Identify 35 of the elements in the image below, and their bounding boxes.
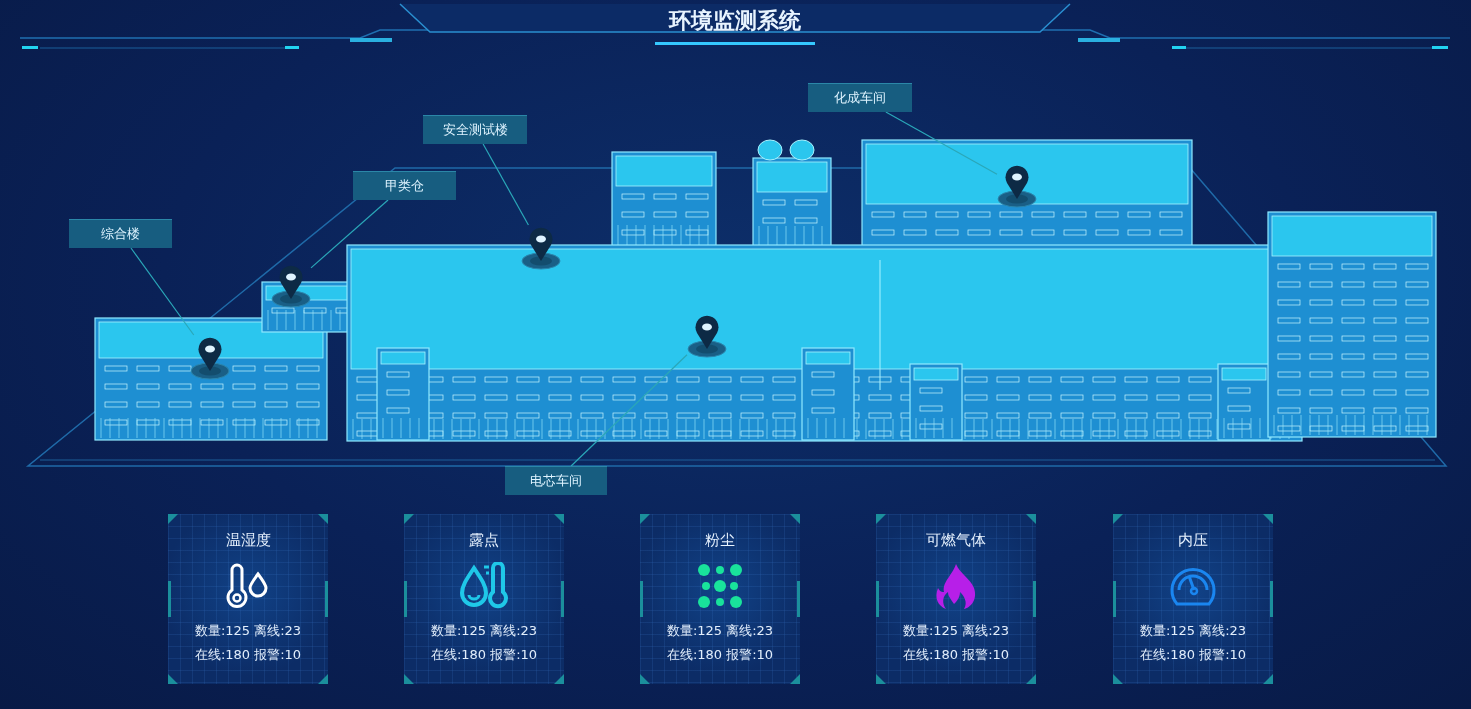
location-label: 化成车间 [808, 83, 912, 112]
sensor-card [1113, 514, 1273, 684]
card-title: 可燃气体 [925, 531, 987, 550]
leader-line [885, 111, 998, 175]
page-title: 环境监测系统 [669, 7, 801, 35]
leader-line [570, 354, 688, 467]
stats-text: 在线:180 报警:10 [901, 646, 1011, 664]
stats-text: 在线:180 报警:10 [429, 646, 539, 664]
card-title: 温湿度 [224, 531, 272, 550]
stats-text: 数量:125 离线:23 [193, 622, 303, 640]
sensor-card [404, 514, 564, 684]
location-pin [271, 263, 311, 308]
leader-line [482, 143, 529, 226]
sensor-card [168, 514, 328, 684]
location-pin [997, 163, 1037, 208]
location-pin [521, 225, 561, 270]
card-title: 内压 [1177, 531, 1209, 550]
location-label: 电芯车间 [505, 466, 607, 495]
stats-text: 数量:125 离线:23 [1138, 622, 1248, 640]
stats-text: 数量:125 离线:23 [901, 622, 1011, 640]
card-title: 粉尘 [704, 531, 736, 550]
stats-text: 在线:180 报警:10 [193, 646, 303, 664]
location-label: 安全测试楼 [423, 115, 527, 144]
stats-text: 数量:125 离线:23 [665, 622, 775, 640]
sensor-card [876, 514, 1036, 684]
stats-text: 在线:180 报警:10 [1138, 646, 1248, 664]
location-label: 甲类仓 [353, 171, 456, 200]
location-pin [190, 335, 230, 380]
card-title: 露点 [468, 531, 500, 550]
sensor-card [640, 514, 800, 684]
leader-line [310, 199, 389, 269]
stats-text: 数量:125 离线:23 [429, 622, 539, 640]
stats-text: 在线:180 报警:10 [665, 646, 775, 664]
location-pin [687, 313, 727, 358]
location-label: 综合楼 [69, 219, 172, 248]
